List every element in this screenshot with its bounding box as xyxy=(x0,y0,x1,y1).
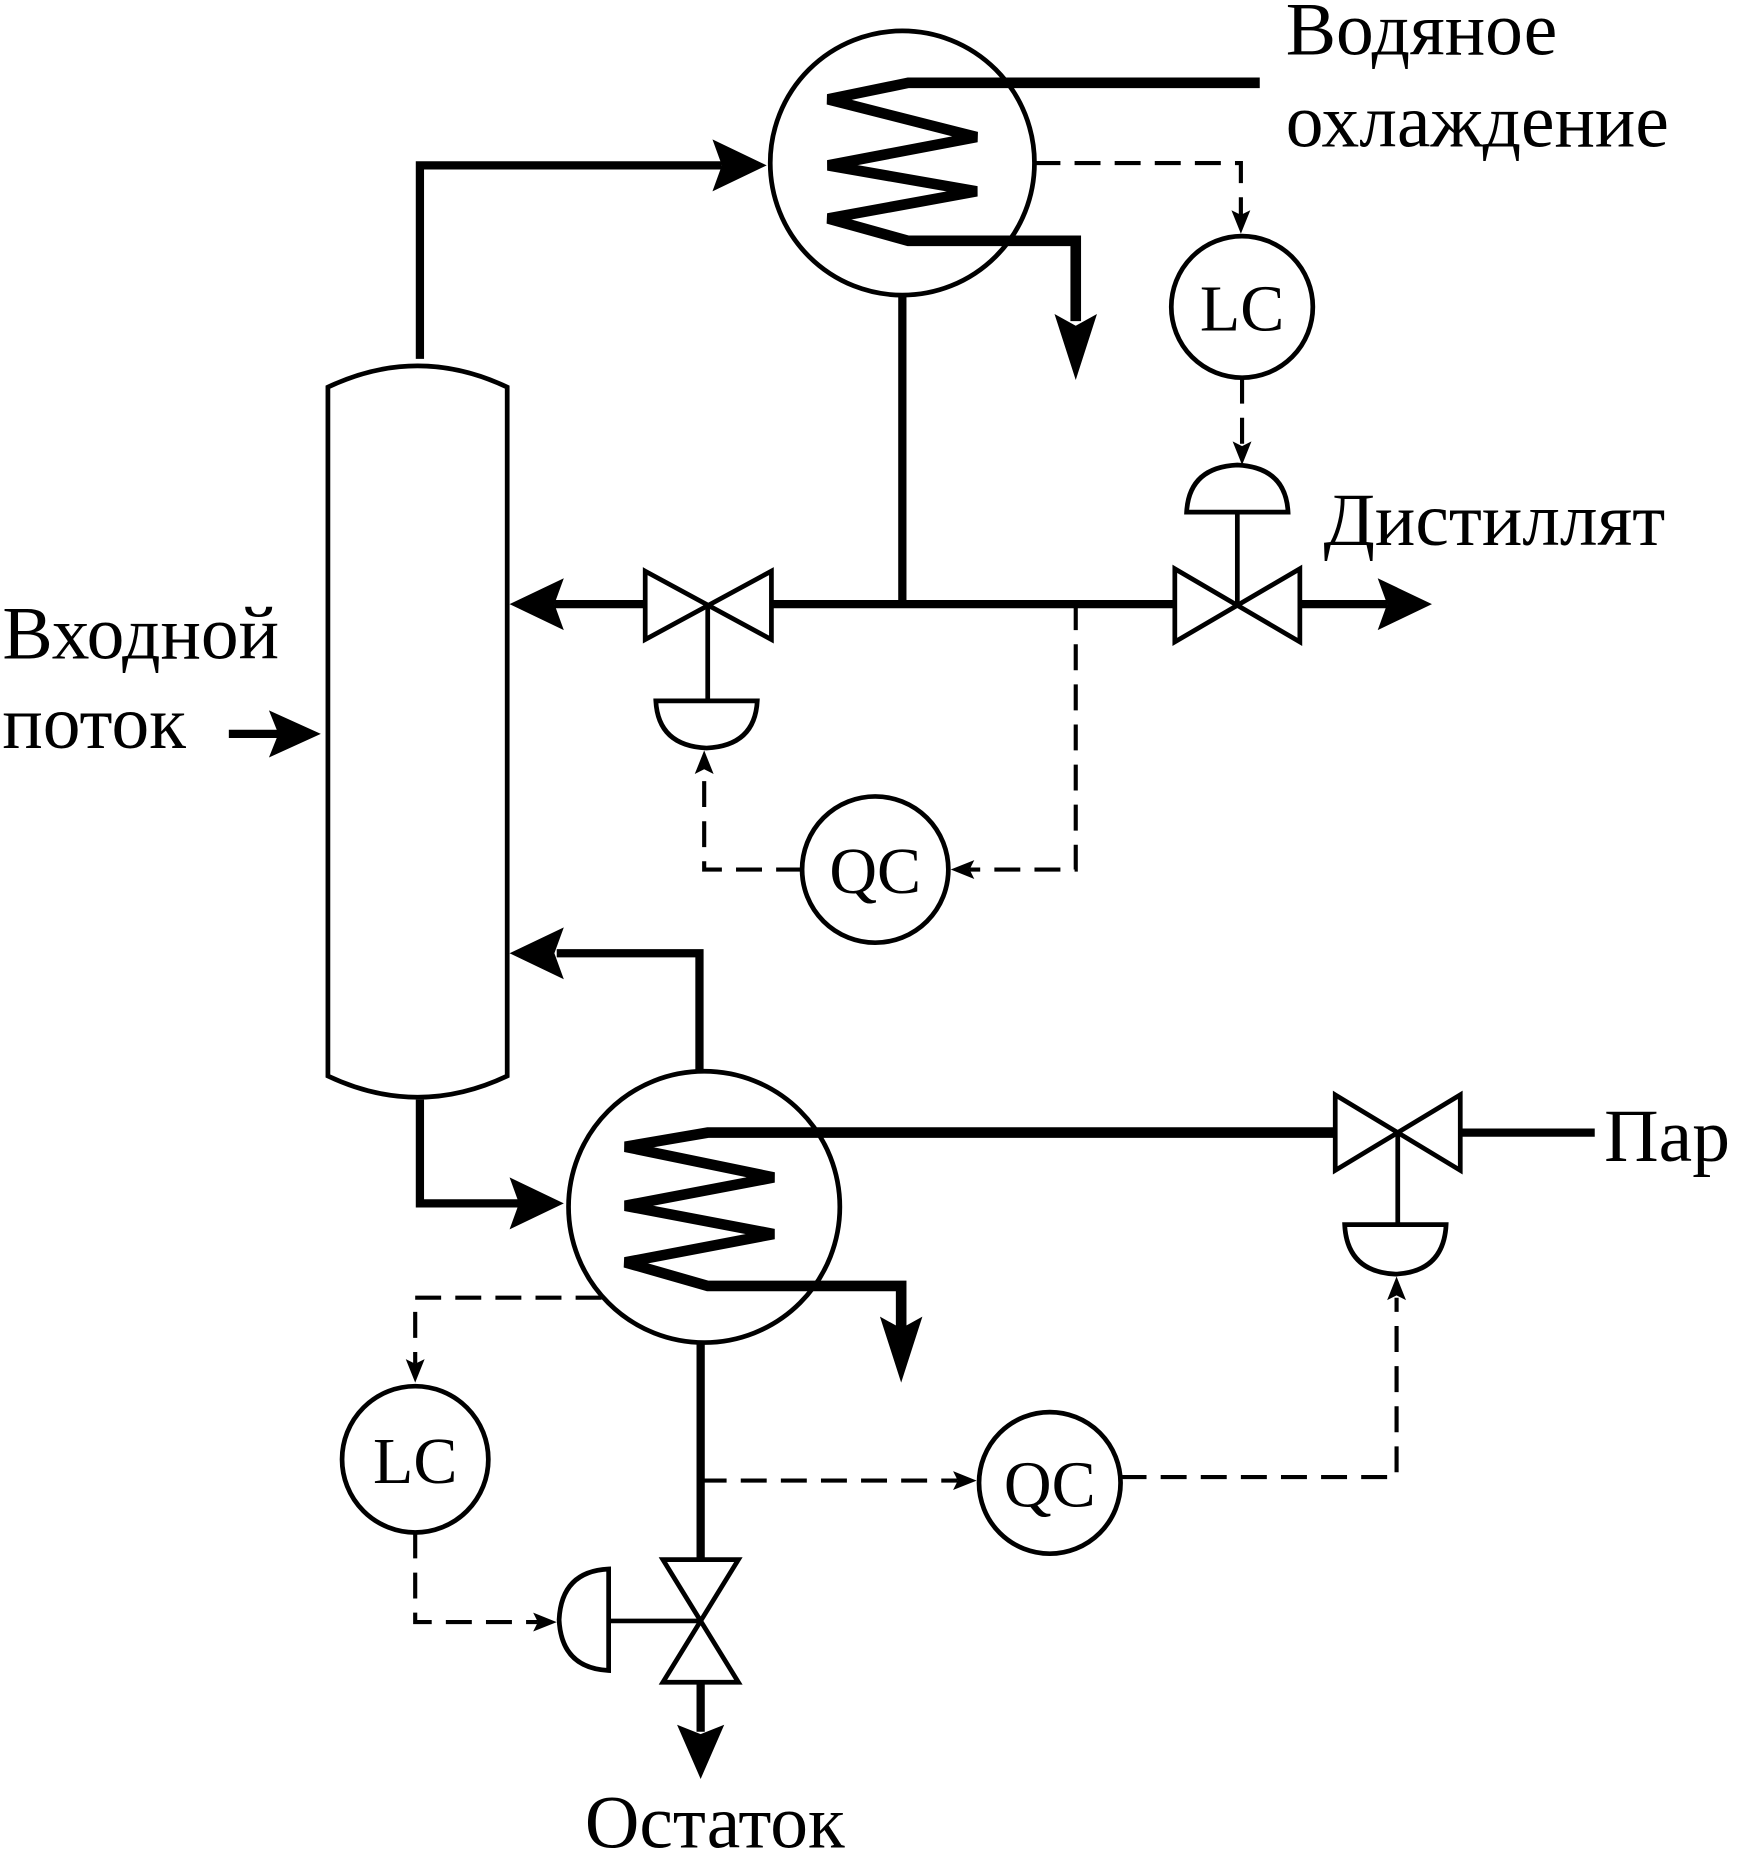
cooling-water-out-arrow-icon xyxy=(1054,313,1097,381)
top-lc-arrow-icon xyxy=(1231,210,1251,234)
column-bottoms-line xyxy=(415,1099,519,1208)
overhead-vapor-line xyxy=(415,139,767,359)
bottom-lc-output-signal xyxy=(413,1532,538,1625)
top-composition-controller[interactable]: QC xyxy=(799,794,951,946)
feed-stream xyxy=(228,710,321,758)
bottom-qc-tag: QC xyxy=(1004,1449,1096,1522)
bottom-level-signal xyxy=(413,1295,602,1364)
top-qc-tag: QC xyxy=(829,835,921,908)
bottoms-label: Остаток xyxy=(585,1781,845,1850)
top-level-controller[interactable]: LC xyxy=(1168,233,1316,381)
steam-label: Пар xyxy=(1604,1095,1730,1178)
top-composition-signal xyxy=(969,604,1078,872)
bottom-qc-output-signal xyxy=(1120,1297,1399,1480)
bottoms-control-valve[interactable] xyxy=(556,1557,743,1685)
bottom-level-controller[interactable]: LC xyxy=(339,1383,491,1535)
reboiler-vapor-arrow-icon xyxy=(509,927,564,980)
feed-label-line1: Входной xyxy=(2,592,279,675)
reflux-valve-actuator-icon xyxy=(653,698,760,751)
condensate-out-arrow-icon xyxy=(879,1316,923,1383)
reboiler-vapor-line xyxy=(556,949,704,1081)
bottom-lc-tag: LC xyxy=(373,1425,457,1498)
top-qc-output-arrow-icon xyxy=(694,750,714,775)
distillate-control-valve[interactable] xyxy=(1172,462,1303,647)
reboiler xyxy=(566,1068,1336,1383)
steam-control-valve[interactable] xyxy=(1332,1090,1463,1277)
distillate-arrow-icon xyxy=(1377,578,1432,631)
steam-valve-actuator-icon xyxy=(1342,1222,1449,1277)
distillate-valve-actuator-icon xyxy=(1184,462,1291,515)
top-lc-output-arrow-icon xyxy=(1232,441,1252,465)
bottom-qc-arrow-icon xyxy=(953,1471,977,1490)
top-lc-tag: LC xyxy=(1200,273,1284,346)
distillate-label: Дистиллят xyxy=(1323,479,1665,562)
bottom-composition-controller[interactable]: QC xyxy=(976,1409,1123,1557)
top-qc-arrow-icon xyxy=(950,860,975,879)
vapor-arrow-icon xyxy=(712,139,767,192)
feed-label-line2: поток xyxy=(2,682,186,765)
feed-arrow-icon xyxy=(268,710,321,758)
bottoms-arrow-icon xyxy=(677,1724,725,1779)
top-qc-output-signal xyxy=(702,771,803,872)
bottoms-valve-actuator-icon xyxy=(556,1566,612,1673)
distillation-column xyxy=(325,363,510,1100)
bottom-qc-output-arrow-icon xyxy=(1387,1276,1407,1301)
water-cooling-label-line1: Водяное xyxy=(1286,0,1558,72)
bottom-lc-output-arrow-icon xyxy=(533,1612,557,1632)
bottoms-to-reboiler-arrow-icon xyxy=(509,1177,564,1230)
water-cooling-label-line2: охлаждение xyxy=(1286,81,1669,164)
top-level-signal xyxy=(1034,160,1243,218)
reflux-arrow-icon xyxy=(509,578,564,631)
bottom-lc-arrow-icon xyxy=(405,1359,425,1383)
reflux-control-valve[interactable] xyxy=(642,567,774,751)
